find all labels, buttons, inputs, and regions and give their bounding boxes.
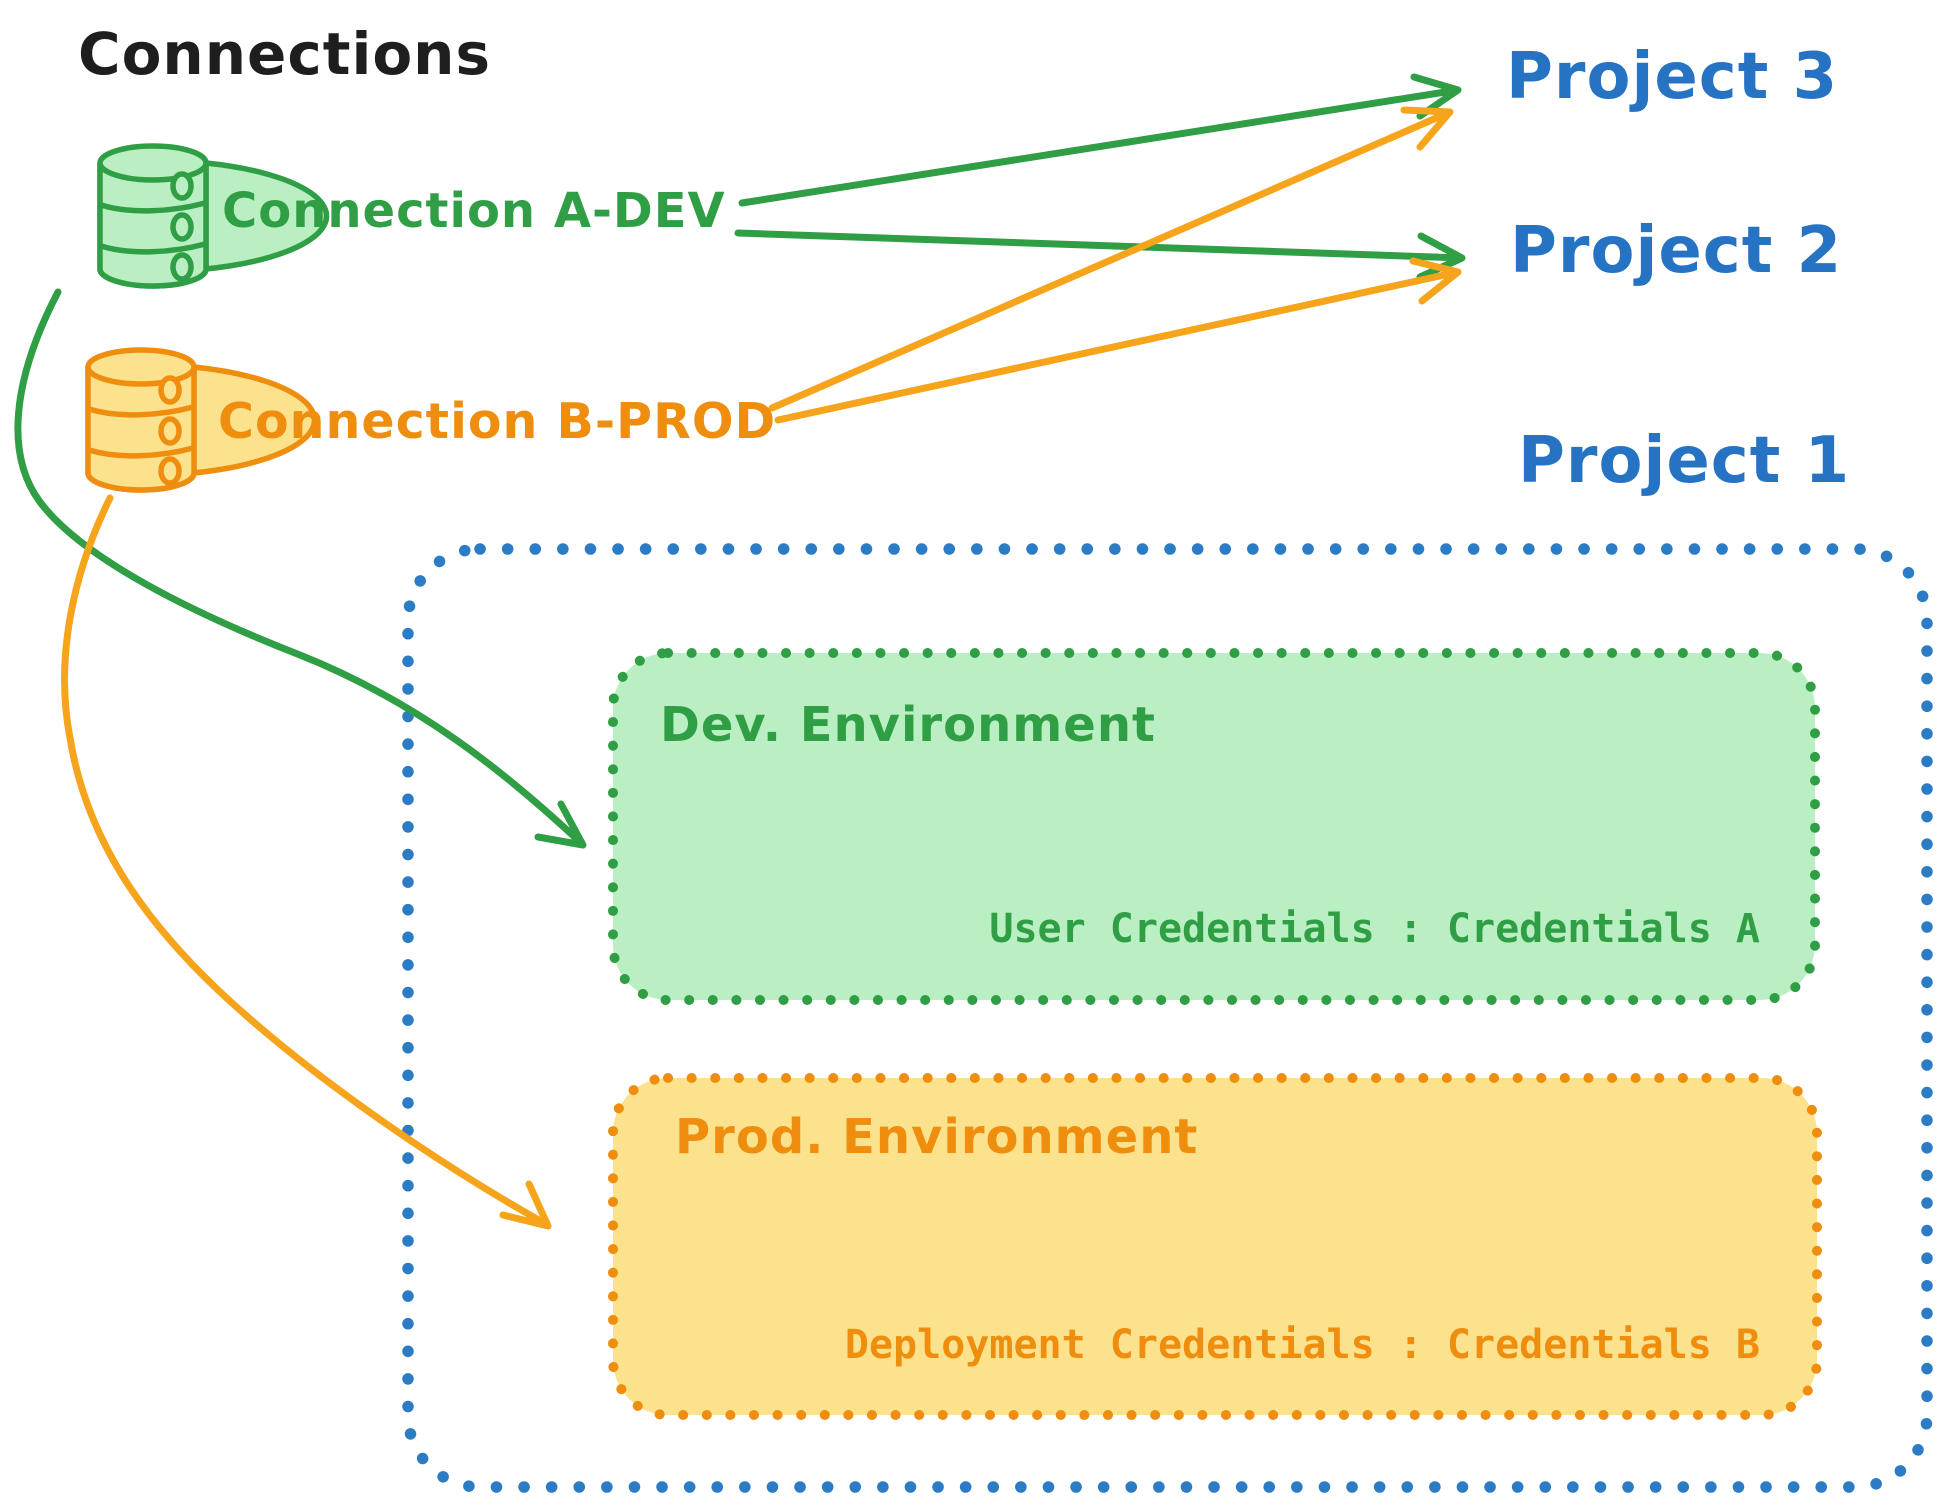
prod-environment-title: Prod. Environment: [675, 1109, 1199, 1165]
database-icon-dev: [97, 143, 330, 289]
project-1-container-border: [402, 543, 1933, 1493]
prod-environment-credentials: Deployment Credentials : Credentials B: [844, 1322, 1760, 1368]
page-title: Connections: [78, 20, 491, 88]
arrow-a-dev-to-project-3: [738, 73, 1462, 207]
arrow-b-prod-to-project-2: [774, 257, 1462, 424]
arrow-b-prod-to-project-3: [768, 106, 1454, 412]
dev-environment-credentials: User Credentials : Credentials A: [989, 906, 1760, 952]
arrow-a-dev-to-dev-environment: [14, 288, 587, 849]
connection-a-dev-label: Connection A-DEV: [222, 183, 726, 239]
dev-environment-title: Dev. Environment: [660, 697, 1156, 753]
project-3-label: Project 3: [1506, 40, 1839, 114]
connection-b-prod-label: Connection B-PROD: [218, 393, 777, 450]
project-2-label: Project 2: [1510, 214, 1843, 288]
arrow-b-prod-to-prod-environment: [61, 494, 552, 1230]
arrow-a-dev-to-project-2: [734, 229, 1466, 281]
prod-environment-box: [608, 1073, 1822, 1420]
project-1-label: Project 1: [1518, 424, 1851, 498]
dev-environment-box: [608, 648, 1820, 1005]
database-icon-prod: [85, 347, 318, 493]
